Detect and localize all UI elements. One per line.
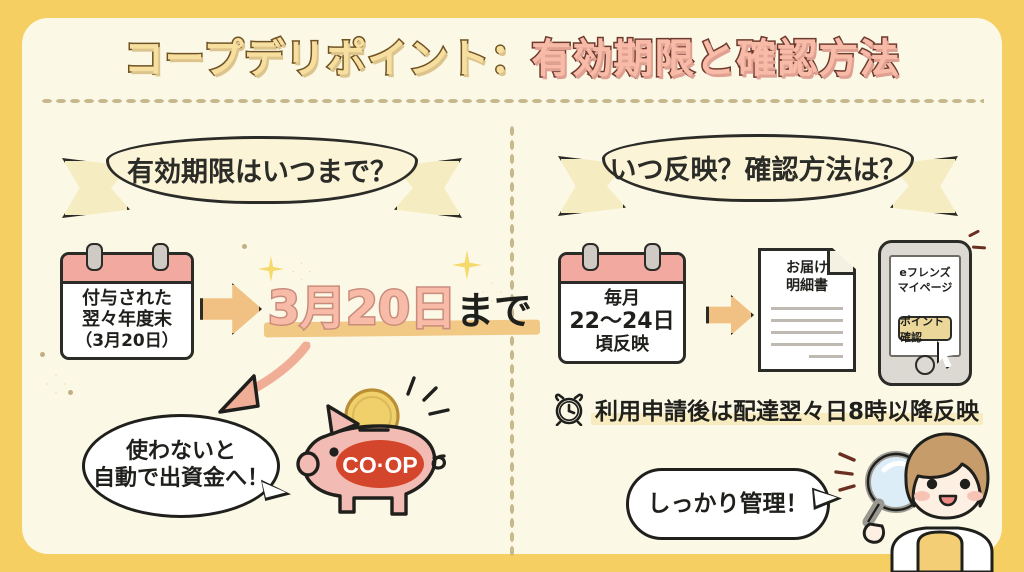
banner-plate: 有効期限はいつまで？: [106, 136, 418, 204]
calendar-text: 毎月 22〜24日 頃反映: [558, 280, 686, 364]
doc-title: お届け 明細書: [761, 259, 853, 295]
phone-app-name: eフレンズ マイページ: [891, 265, 959, 296]
dot-accent: [242, 244, 247, 249]
right-cal-line2: 22〜24日: [569, 308, 675, 334]
right-speech-bubble: しっかり管理！: [626, 468, 842, 540]
note-text-wrap: 利用申請後は配達翌々日8時以降反映: [591, 392, 984, 426]
calendar-body: [558, 252, 686, 364]
expiry-date-value: 3月20日: [266, 280, 457, 337]
phone-screen: eフレンズ マイページ ポイント確認: [889, 255, 961, 369]
left-calendar-icon: 付与された 翌々年度末 （3月20日）: [60, 243, 194, 360]
left-cal-line3: （3月20日）: [75, 330, 179, 351]
section-divider: [509, 124, 515, 556]
right-section-banner: いつ反映？確認方法は？: [558, 130, 958, 222]
left-banner-label: 有効期限はいつまで？: [127, 156, 397, 188]
right-bubble-text: しっかり管理！: [647, 490, 809, 517]
page-title-part2: 有効期限と確認方法: [530, 35, 901, 84]
piggy-bank-icon: CO·OP: [296, 376, 450, 516]
left-speech-bubble: 使わないと 自動で出資金へ！: [82, 414, 291, 518]
doc-rule: [771, 331, 843, 334]
home-button[interactable]: [915, 355, 935, 375]
dot-accent: [68, 390, 73, 395]
right-cal-line3: 頃反映: [595, 334, 649, 356]
doc-rule: [771, 307, 843, 310]
page-title: コープデリポイント：有効期限と確認方法: [0, 26, 1024, 84]
point-check-button[interactable]: ポイント確認: [898, 315, 952, 344]
smartphone-icon: eフレンズ マイページ ポイント確認: [878, 240, 972, 386]
doc-line1: お届け: [786, 260, 828, 276]
page-title-part1: コープデリポイント：: [122, 35, 532, 84]
left-bubble-line1: 使わないと: [125, 439, 236, 465]
calendar-body: [60, 252, 194, 360]
calendar-ring-right: [644, 243, 661, 271]
calendar-header: [561, 255, 683, 284]
calendar-ring-left: [86, 243, 103, 271]
note-highlight: [591, 413, 984, 425]
calendar-ring-left: [582, 243, 599, 271]
svg-text:CO·OP: CO·OP: [342, 452, 417, 478]
phone-line2: マイページ: [897, 281, 953, 295]
sparkle-icon: [46, 374, 66, 394]
title-divider: [40, 98, 984, 104]
right-banner-label: いつ反映？確認方法は？: [609, 154, 907, 186]
phone-line1: eフレンズ: [899, 266, 951, 279]
sparkle-icon: [292, 262, 311, 281]
alarm-clock-icon: [554, 393, 584, 426]
sparkle-icon: [482, 282, 502, 302]
right-cal-line1: 毎月: [604, 287, 640, 309]
calendar-text: 付与された 翌々年度末 （3月20日）: [60, 280, 194, 360]
note-text: 利用申請後は配達翌々日8時以降反映: [595, 399, 980, 425]
calendar-ring-right: [152, 243, 169, 271]
left-cal-line2: 翌々年度末: [82, 309, 172, 331]
right-calendar-icon: 毎月 22〜24日 頃反映: [558, 243, 686, 364]
mouse-cursor-icon: [937, 341, 955, 369]
reflection-note: 利用申請後は配達翌々日8時以降反映: [552, 392, 984, 426]
left-bubble-line2: 自動で出資金へ！: [92, 466, 269, 491]
expiry-date-suffix: まで: [456, 289, 533, 333]
calendar-header: [63, 255, 191, 284]
doc-rule: [771, 343, 843, 346]
left-cal-line1: 付与された: [82, 288, 172, 310]
doc-rule: [771, 319, 843, 322]
expiry-date-highlight: 3月20日まで: [263, 272, 541, 338]
doc-line2: 明細書: [786, 278, 828, 295]
curved-arrow-icon: [218, 341, 311, 414]
delivery-statement-icon: お届け 明細書: [758, 248, 856, 372]
left-section-banner: 有効期限はいつまで？: [62, 132, 462, 224]
character-illustration: [834, 432, 994, 572]
dot-accent: [40, 352, 45, 357]
banner-plate: いつ反映？確認方法は？: [602, 134, 914, 202]
doc-rule: [809, 355, 843, 358]
